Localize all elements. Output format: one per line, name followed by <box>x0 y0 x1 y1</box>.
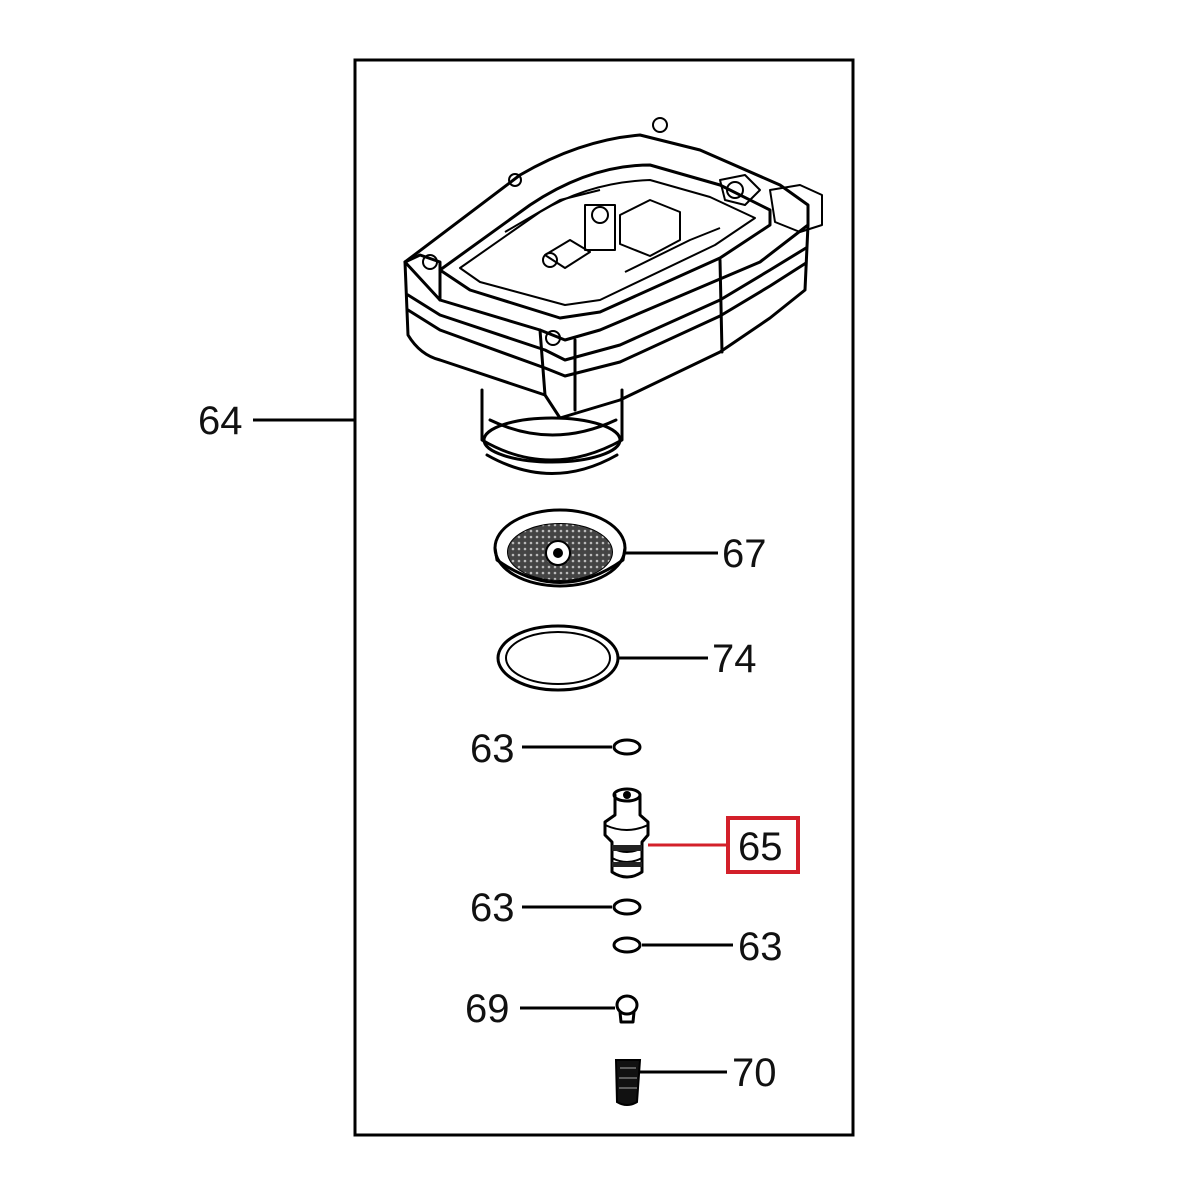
small-o-ring-part-2 <box>612 898 642 916</box>
callout-64: 64 <box>198 399 243 443</box>
large-o-ring-part <box>496 624 620 692</box>
spring-part <box>614 1059 642 1106</box>
callout-67: 67 <box>722 532 767 576</box>
diagram-frame <box>353 58 855 1137</box>
callout-63-top: 63 <box>470 727 515 771</box>
callout-65: 65 <box>738 825 783 869</box>
callout-70: 70 <box>732 1051 777 1095</box>
callout-74: 74 <box>712 637 757 681</box>
small-o-ring-part-1 <box>612 738 642 756</box>
callout-69: 69 <box>465 987 510 1031</box>
callout-63-middle: 63 <box>470 886 515 930</box>
callout-63-bottom: 63 <box>738 925 783 969</box>
highlight-box-65 <box>726 816 800 874</box>
valve-ball-cap-part <box>615 994 639 1024</box>
valve-cartridge-part <box>603 787 650 879</box>
housing-cover-part <box>403 117 823 475</box>
filter-screen-part <box>493 508 627 588</box>
small-o-ring-part-3 <box>612 936 642 954</box>
